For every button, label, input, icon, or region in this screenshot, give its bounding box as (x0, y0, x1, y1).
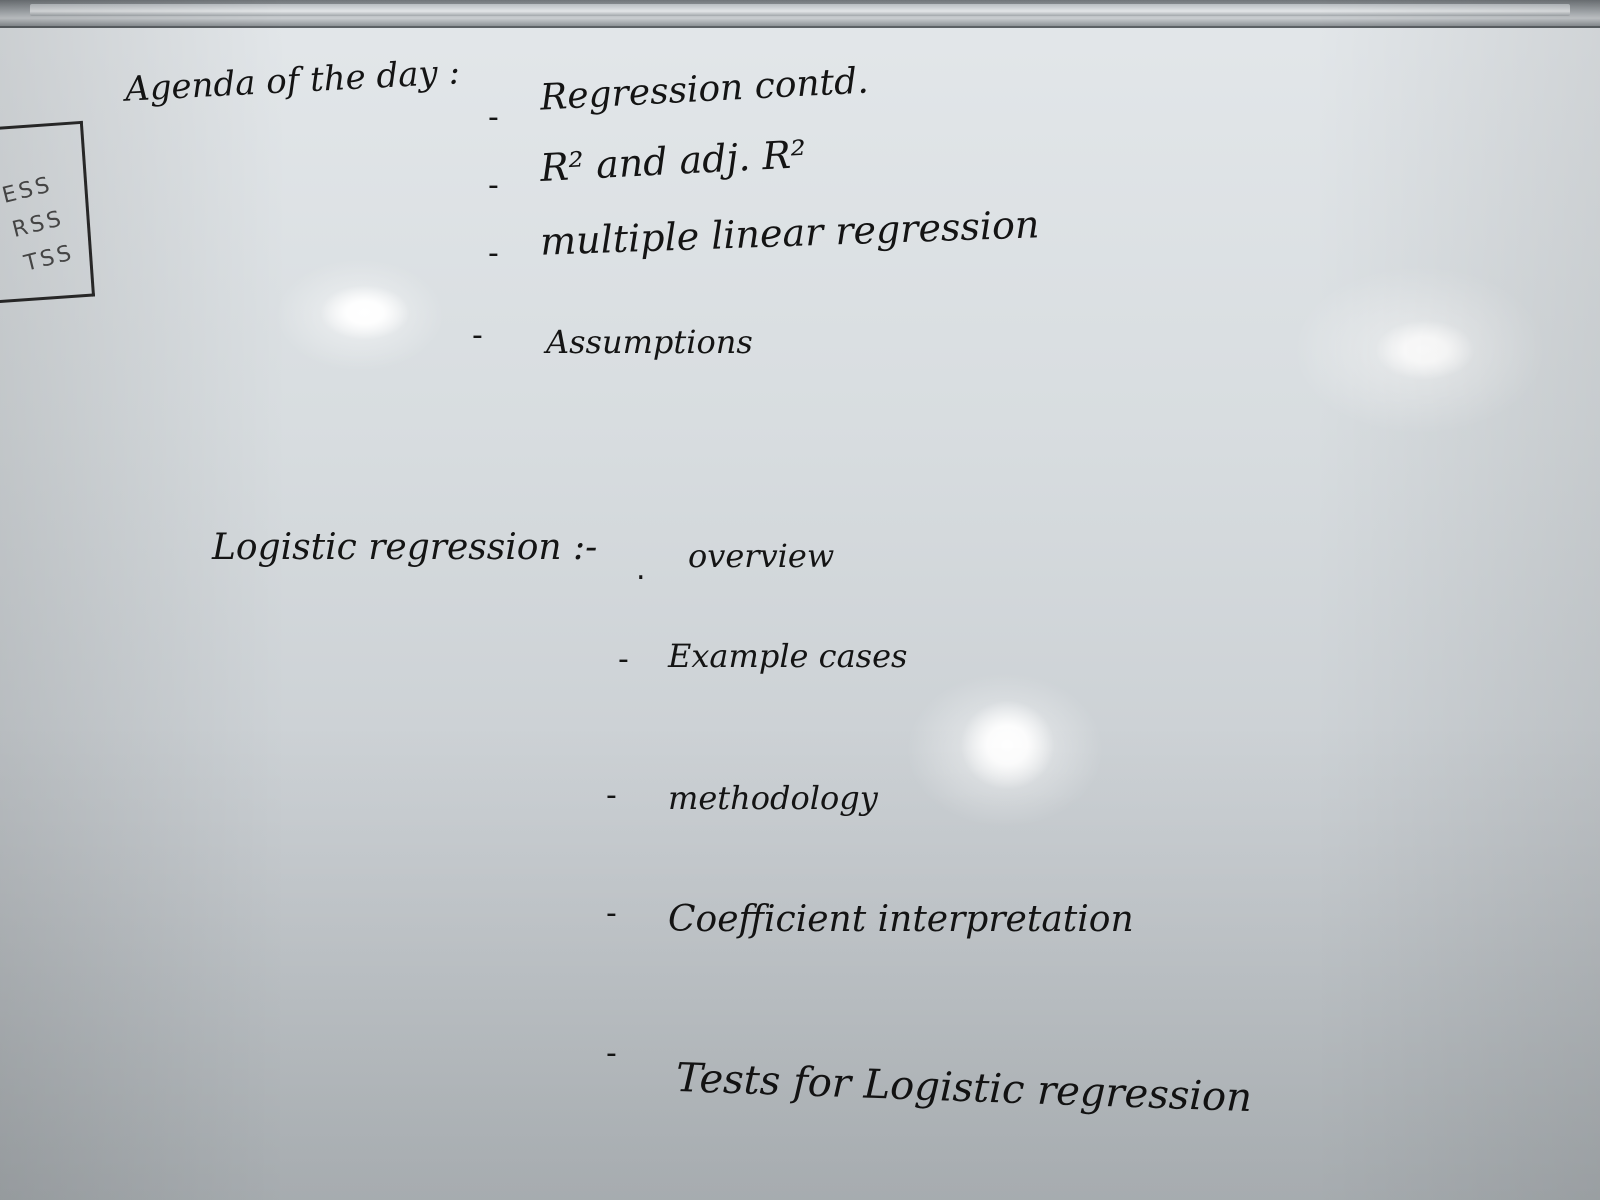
agenda-heading: Agenda of the day : (124, 52, 461, 110)
bullet-dash: - (488, 168, 499, 203)
agenda-item: Assumptions (546, 323, 753, 361)
bullet-dash: - (606, 778, 617, 813)
logistic-heading: Logistic regression :- (212, 527, 598, 568)
logistic-item: overview (688, 537, 835, 575)
bullet-dash: - (606, 1036, 617, 1071)
logistic-item: methodology (668, 779, 878, 817)
bullet-dash: - (606, 896, 617, 931)
bullet-dash: - (618, 642, 629, 677)
whiteboard-frame-rail (0, 0, 1600, 28)
bullet-dash: . (636, 552, 646, 587)
bullet-dash: - (488, 236, 499, 271)
light-glare (960, 700, 1055, 790)
bullet-dash: - (488, 100, 499, 135)
light-glare (1375, 320, 1475, 380)
agenda-item: multiple linear regression (539, 202, 1041, 264)
bullet-dash: - (472, 318, 483, 353)
logistic-item: Example cases (668, 637, 908, 675)
agenda-item: R² and adj. R² (539, 132, 808, 190)
light-glare (320, 285, 410, 340)
whiteboard-marker-tray (30, 4, 1570, 16)
agenda-item: Regression contd. (539, 60, 870, 119)
logistic-item: Tests for Logistic regression (675, 1055, 1253, 1122)
logistic-item: Coefficient interpretation (668, 899, 1134, 940)
